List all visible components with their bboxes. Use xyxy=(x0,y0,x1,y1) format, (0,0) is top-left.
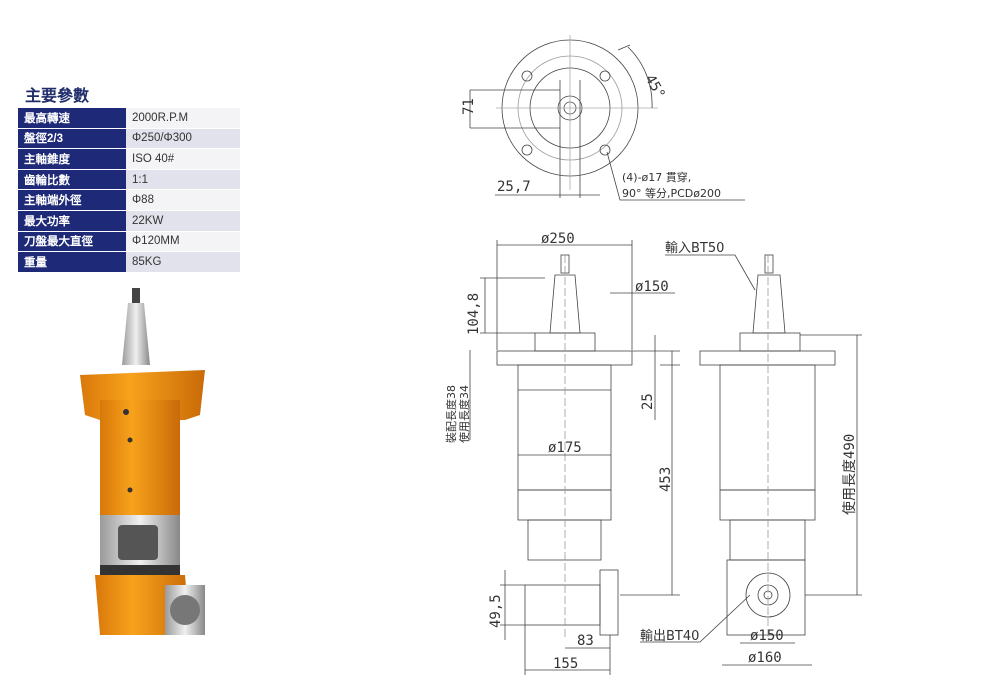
spec-value: ISO 40# xyxy=(126,148,240,170)
dim-25-7: 25,7 xyxy=(497,179,531,195)
spec-label: 齒輪比數 xyxy=(18,169,126,191)
spec-label: 刀盤最大直徑 xyxy=(18,231,126,253)
spec-value: Φ88 xyxy=(126,189,240,211)
dim-83: 83 xyxy=(577,633,594,649)
dim-25: 25 xyxy=(640,393,656,410)
spec-label: 重量 xyxy=(18,251,126,273)
side-view xyxy=(640,254,862,666)
spec-label: 盤徑2/3 xyxy=(18,128,126,150)
spec-value: 22KW xyxy=(126,210,240,232)
dim-155: 155 xyxy=(553,656,578,672)
spec-value: 85KG xyxy=(126,251,240,273)
hole-note-2: 90° 等分,PCDø200 xyxy=(622,186,721,200)
use-length-label: 使用長度34 xyxy=(457,385,471,443)
spec-label: 最大功率 xyxy=(18,210,126,232)
output-bt40-label: 輸出BT40 xyxy=(640,629,699,644)
use-length-490-label: 使用長度490 xyxy=(841,434,858,515)
dim-dia-150: ø150 xyxy=(635,279,669,295)
dim-dia-250: ø250 xyxy=(541,231,575,247)
dim-104-8: 104,8 xyxy=(466,293,482,335)
dim-71: 71 xyxy=(461,98,477,115)
dim-dia-150-side: ø150 xyxy=(750,628,784,644)
hole-note-1: (4)-ø17 貫穿, xyxy=(622,170,691,184)
spec-value: 1:1 xyxy=(126,169,240,191)
spec-value: 2000R.P.M xyxy=(126,108,240,129)
spec-label: 最高轉速 xyxy=(18,108,126,129)
dim-49-5: 49,5 xyxy=(488,594,504,628)
spec-value: Φ250/Φ300 xyxy=(126,128,240,150)
top-view xyxy=(469,35,745,201)
spec-label: 主軸端外徑 xyxy=(18,189,126,211)
assembly-length-label: 裝配長度38 xyxy=(444,385,458,443)
section-title: 主要參數 xyxy=(25,88,90,105)
spec-value: Φ120MM xyxy=(126,231,240,253)
dim-dia-160: ø160 xyxy=(748,650,782,666)
dim-dia-175: ø175 xyxy=(548,440,582,456)
angle-label: 45° xyxy=(642,72,669,102)
front-view xyxy=(469,240,680,675)
spec-label: 主軸錐度 xyxy=(18,148,126,170)
dim-453: 453 xyxy=(658,467,674,492)
input-bt50-label: 輸入BT50 xyxy=(665,241,724,256)
